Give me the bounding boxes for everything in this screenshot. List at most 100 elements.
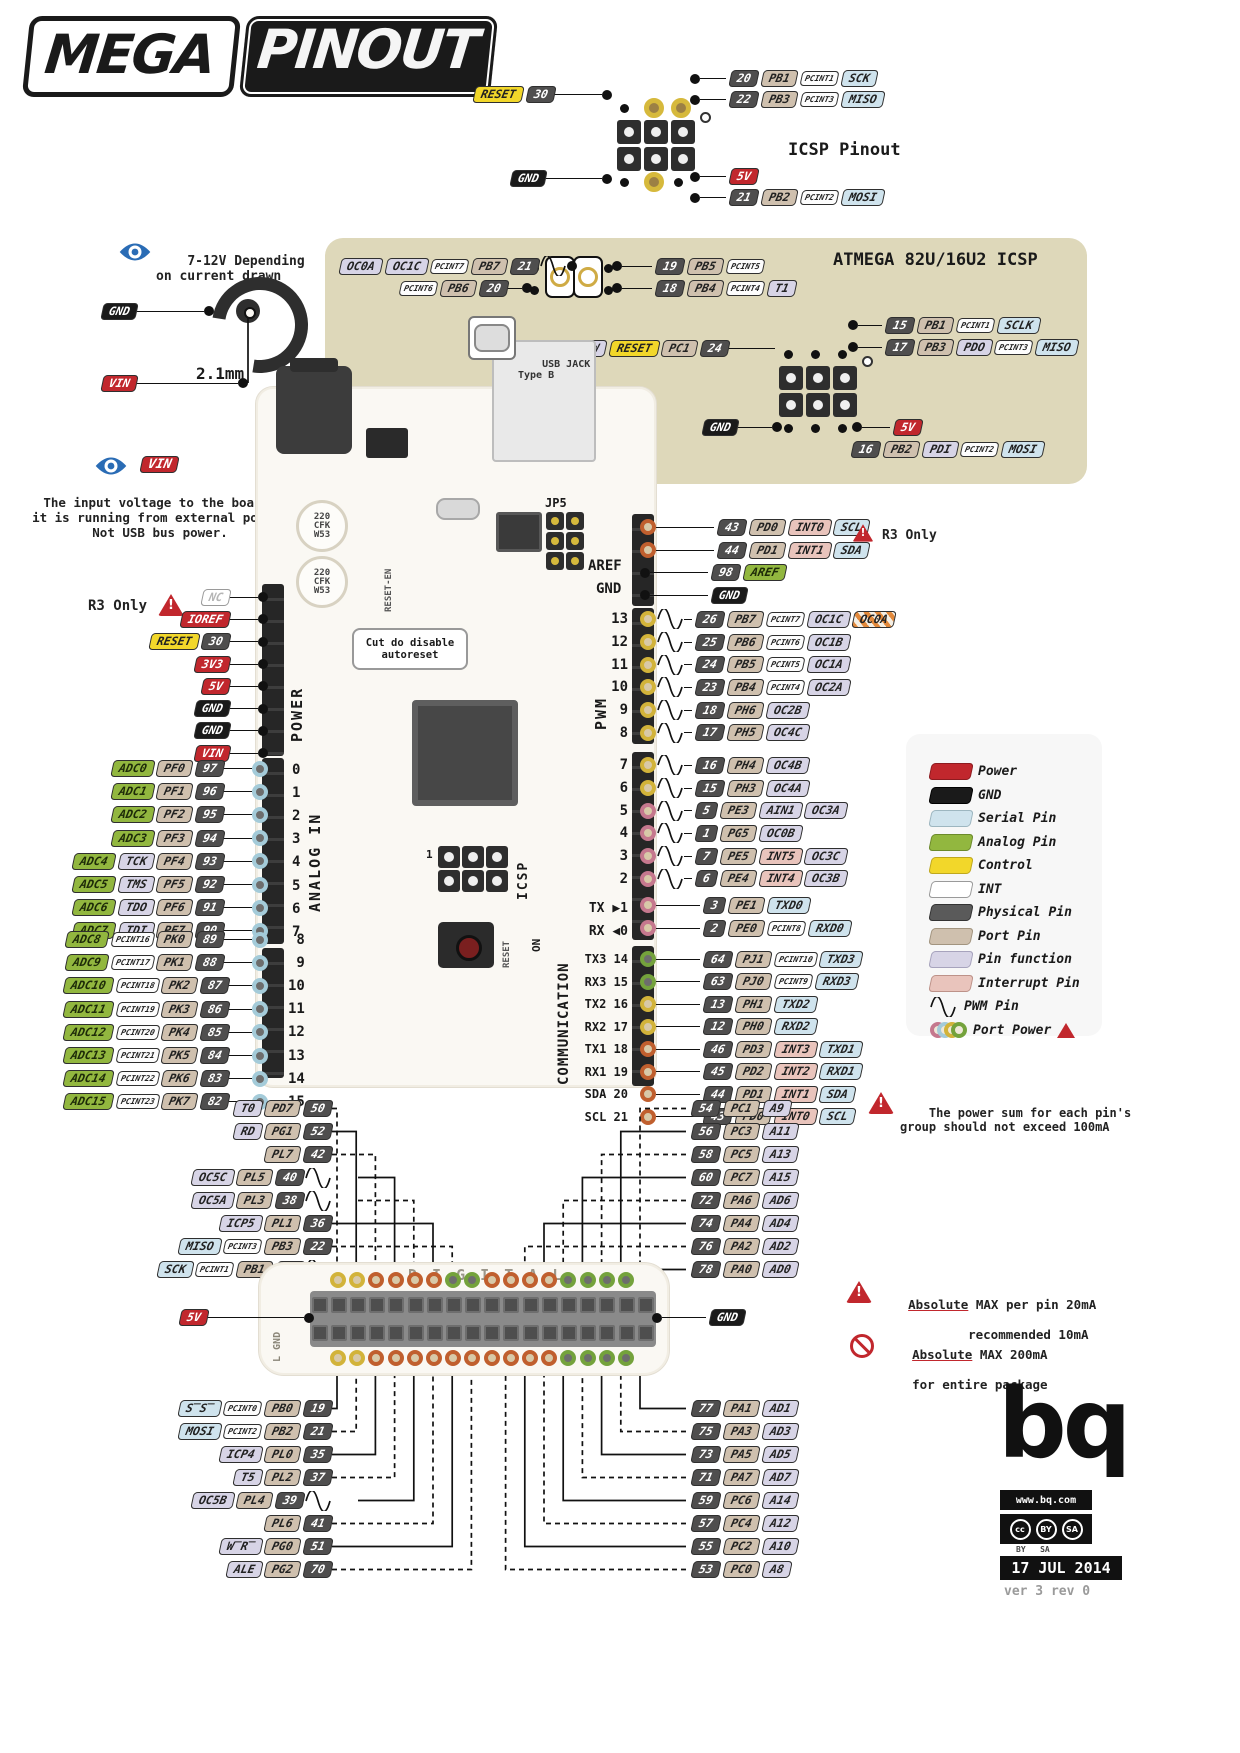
- pin-badge-int5: INT5: [757, 847, 804, 865]
- pin-badge-int4: INT4: [757, 870, 804, 888]
- wire-line: [228, 1031, 252, 1033]
- pin-badge-gnd: GND: [193, 722, 232, 740]
- pin-circle: [640, 656, 656, 673]
- pin-badge-nc: NC: [200, 588, 232, 606]
- pin-badge-pf1: PF1: [155, 783, 194, 801]
- pin-badge-adc4: ADC4: [71, 852, 117, 870]
- digital-pin-circle: [560, 1350, 577, 1366]
- pin-circle: [258, 703, 268, 714]
- pin-badge-16: 16: [850, 440, 882, 458]
- pin-dot: [784, 424, 793, 433]
- pin-badge-adc10: ADC10: [62, 977, 115, 995]
- pwm-squiggle-icon: [657, 778, 683, 799]
- pin-badge-63: 63: [702, 973, 734, 991]
- header-hole: [522, 1325, 539, 1341]
- abs-max-package-warning: Absolute MAX 200mA for entire package: [912, 1347, 1048, 1392]
- header-hole: [580, 1325, 597, 1341]
- pin-badge-aref: AREF: [742, 564, 788, 582]
- pin-badge-adc0: ADC0: [109, 760, 156, 778]
- main-mcu-chip: [412, 700, 518, 806]
- atmega-5v-row: 5V: [852, 416, 952, 438]
- legend-swatch: [928, 974, 974, 992]
- pin-badge-pb3: PB3: [760, 91, 799, 108]
- digital-pin-circle: [387, 1350, 404, 1366]
- wire-line: [228, 1055, 252, 1057]
- pin-badge-5v: 5V: [892, 418, 924, 436]
- pwm-squiggle-icon: [657, 868, 683, 889]
- pwm-squiggle-icon: [657, 700, 683, 721]
- pin-badge-vin: VIN: [100, 374, 139, 392]
- board-pin-number: RX ◀0: [588, 923, 628, 939]
- pin-row: 5V: [160, 1306, 314, 1329]
- pin-circle: [640, 757, 656, 774]
- pin-dot: [838, 424, 847, 433]
- pin-badge-78: 78: [690, 1261, 722, 1278]
- board-pin-number: 4: [619, 825, 628, 842]
- pin-badge-77: 77: [690, 1400, 722, 1417]
- pin-badge-pcint3: PCINT3: [799, 92, 840, 107]
- digital-pin-circle: [579, 1350, 596, 1366]
- pin-badge-pb3: PB3: [916, 338, 955, 356]
- analog-in-label: ANALOG IN: [306, 812, 324, 912]
- pin-badge-24: 24: [699, 339, 731, 357]
- pin-badge-pcint2: PCINT2: [959, 441, 1000, 457]
- pin-circle: [258, 614, 268, 625]
- pin-badge-87: 87: [199, 977, 231, 995]
- pin-badge-pl5: PL5: [235, 1169, 274, 1186]
- pin-badge-98: 98: [710, 564, 742, 582]
- pin-badge-pb2: PB2: [882, 440, 921, 458]
- pin-circle: [602, 173, 612, 184]
- atmega-mid-row: DWRESETPC124: [560, 337, 775, 359]
- board-pin-number: 10: [288, 977, 305, 994]
- wire-line: [684, 878, 692, 880]
- pin-badge-73: 73: [690, 1446, 722, 1463]
- wire-line: [684, 686, 692, 688]
- pin-badge-43: 43: [716, 518, 748, 536]
- header-hole: [484, 1325, 501, 1341]
- digital-pin-circle: [598, 1272, 615, 1288]
- pin-badge-pa0: PA0: [722, 1261, 761, 1278]
- pin-badge-pb2: PB2: [263, 1423, 302, 1440]
- pin-badge-adc5: ADC5: [71, 876, 117, 894]
- pin-badge-oc3a: OC3A: [803, 802, 849, 820]
- eye-icon: [94, 456, 128, 476]
- cc-sub-label: BY SA: [1016, 1545, 1050, 1554]
- pin-badge-gnd: GND: [100, 302, 139, 320]
- pin-badge-oc1c: OC1C: [383, 257, 430, 275]
- pin-circle: [522, 283, 532, 293]
- pwm-squiggle-icon: [657, 677, 683, 698]
- pin-circle: [690, 73, 700, 84]
- pin-circle: [640, 996, 656, 1013]
- reset-button-cap[interactable]: [456, 935, 482, 961]
- wire-line: [684, 764, 692, 766]
- gnd-label: GND: [596, 581, 622, 597]
- pin-badge-40: 40: [274, 1169, 306, 1186]
- board-pin-number: RX3 15: [584, 974, 628, 989]
- wire-line: [230, 685, 258, 687]
- pin-badge-pcint9: PCINT9: [773, 974, 814, 990]
- pin-badge-44: 44: [716, 541, 748, 559]
- pin-circle: [258, 659, 268, 670]
- header-hole: [637, 1325, 654, 1341]
- pin-badge-icp4: ICP4: [217, 1446, 264, 1463]
- wire-line: [684, 810, 692, 812]
- legend-item: Pin function: [928, 948, 1102, 972]
- pin-row: 5V: [852, 416, 952, 438]
- pin-badge-41: 41: [302, 1515, 334, 1532]
- digital-pin-circle: [483, 1350, 500, 1366]
